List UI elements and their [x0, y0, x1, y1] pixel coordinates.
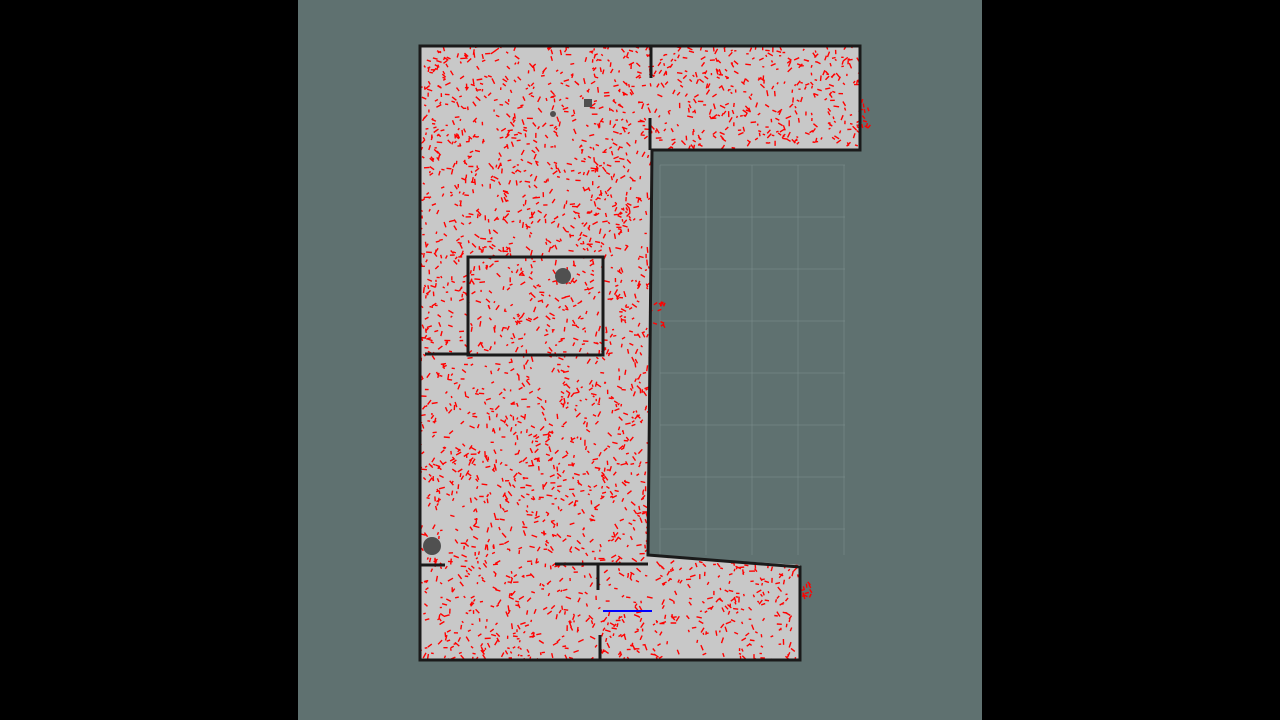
- obstacles: [423, 99, 592, 555]
- obstacle: [550, 111, 556, 117]
- obstacle: [423, 537, 441, 555]
- map-grid: [659, 164, 845, 555]
- outer-wall: [418, 44, 862, 662]
- obstacle: [584, 99, 592, 107]
- stray-particles: [648, 98, 871, 600]
- occupancy-map[interactable]: [298, 0, 982, 720]
- obstacle: [555, 268, 571, 284]
- occupancy-map-panel[interactable]: [298, 0, 982, 720]
- inner-room-wall: [466, 255, 605, 357]
- walls: [418, 44, 862, 662]
